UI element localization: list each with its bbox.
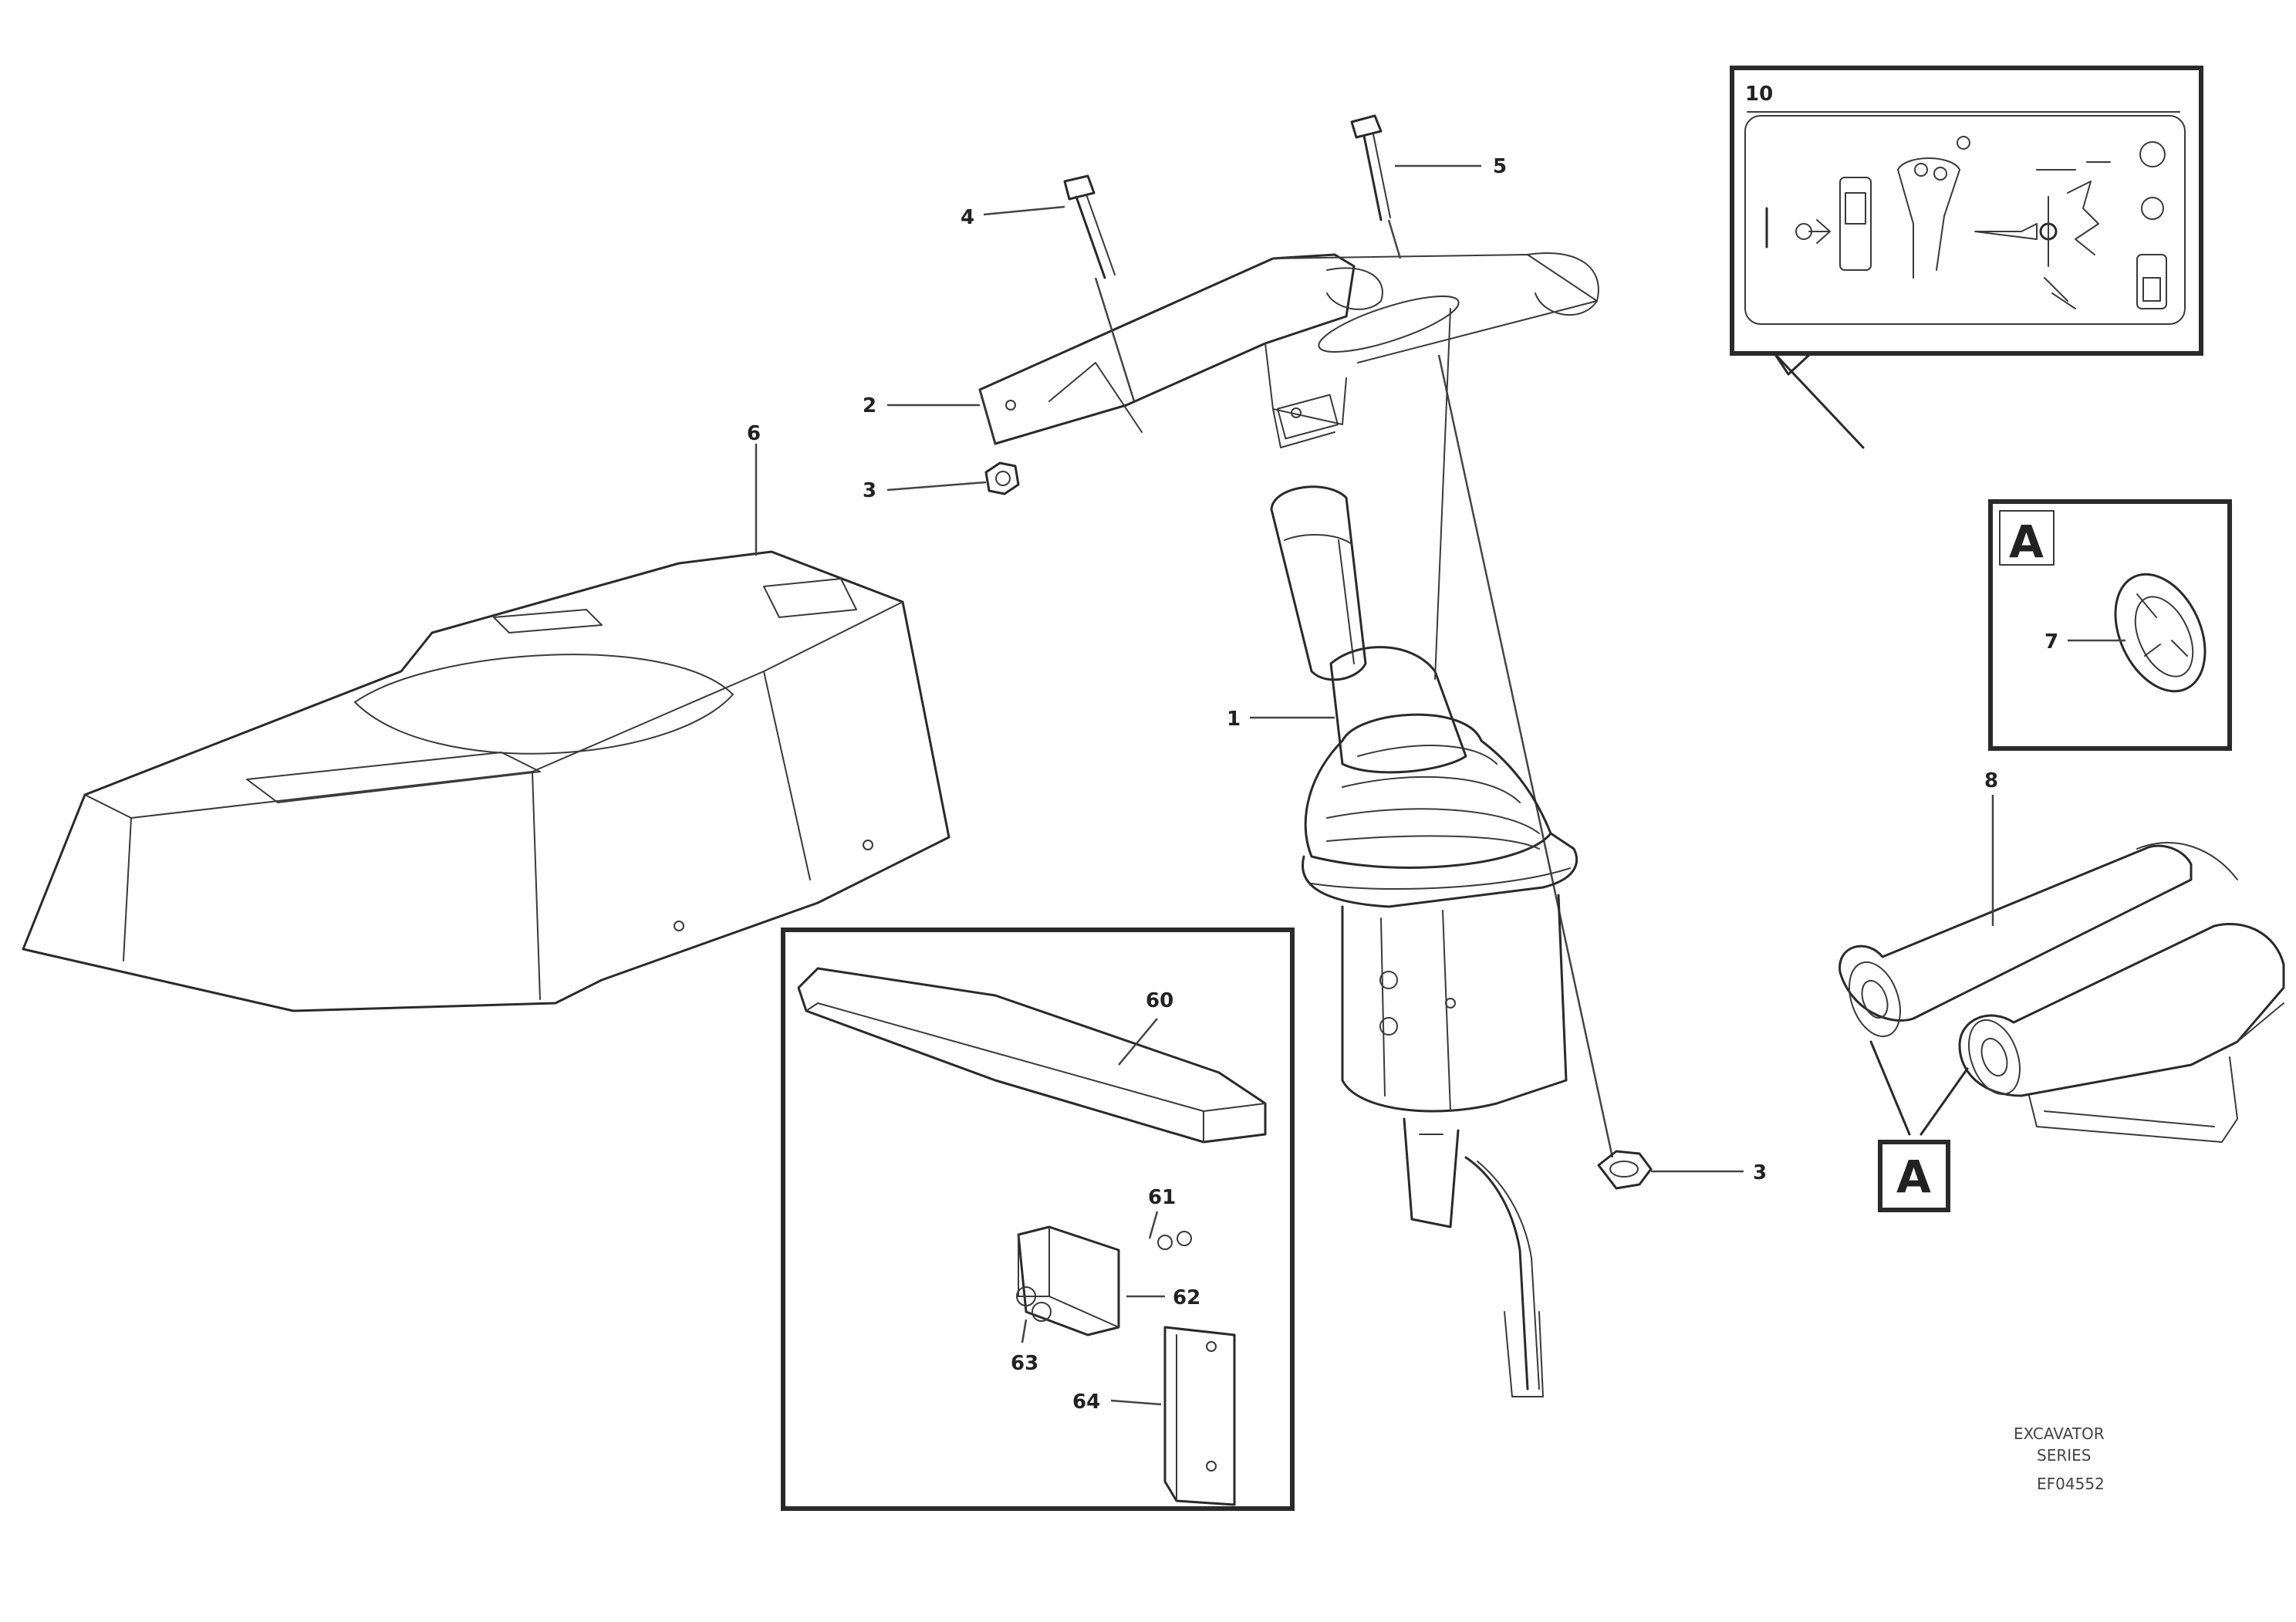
callout-6: 6	[747, 422, 761, 445]
callout-10: 10	[1745, 83, 1773, 106]
detail-a-label-top: A	[2009, 515, 2044, 568]
screw-left	[1063, 174, 1116, 279]
detail-a-top: A 7	[1988, 499, 2232, 751]
console-cover	[22, 550, 950, 1012]
nut-left	[984, 461, 1020, 495]
drawing-sub: SERIES	[2037, 1446, 2091, 1465]
callout-5: 5	[1493, 155, 1507, 178]
callout-7: 7	[2044, 630, 2058, 654]
armrest-roller: 8	[1838, 769, 2285, 1143]
callout-1-joystick: 1	[1227, 708, 1241, 731]
callout-63: 63	[1011, 1352, 1038, 1375]
callout-3-left: 3	[863, 479, 876, 502]
callout-8: 8	[1984, 769, 1998, 792]
screw-right	[1350, 114, 1391, 221]
drawing-stamp: EXCAVATOR SERIES EF04552	[2014, 1424, 2105, 1493]
joystick	[1270, 308, 1578, 1397]
bracket	[978, 252, 1599, 448]
callout-62: 62	[1173, 1286, 1200, 1309]
callout-3-right: 3	[1753, 1161, 1767, 1184]
callout-61: 61	[1148, 1186, 1176, 1209]
decal-inset: 10	[1730, 66, 2203, 449]
drawing-id: EF04552	[2037, 1475, 2105, 1493]
callout-64: 64	[1072, 1391, 1100, 1414]
detail-a-bottom: A	[1878, 1140, 1950, 1212]
nut-right	[1597, 1150, 1653, 1190]
detail-a-label-bottom: A	[1896, 1151, 1931, 1203]
callout-2: 2	[863, 394, 876, 417]
callout-60: 60	[1146, 989, 1173, 1012]
armrest-inset: 60 61 62 63 64	[781, 928, 1295, 1511]
drawing-number: EXCAVATOR	[2014, 1424, 2105, 1443]
callout-4: 4	[961, 206, 974, 229]
